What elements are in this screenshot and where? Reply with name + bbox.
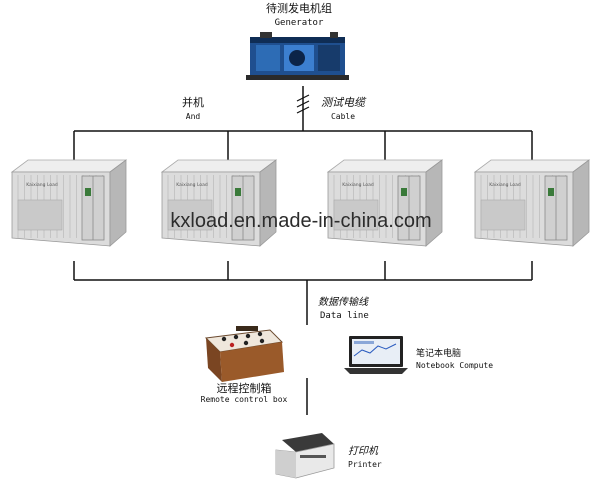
- load-bank-brand-label: Kaixiang Load: [342, 182, 374, 188]
- load-bank-brand-label: Kaixiang Load: [176, 182, 208, 188]
- top-power-bus: [73, 130, 533, 165]
- watermark-text: kxload.en.made-in-china.com: [170, 210, 431, 232]
- printer-label-en: Printer: [348, 460, 382, 469]
- data-line-label-cn: 数据传输线: [318, 296, 369, 308]
- data-line-label-en: Data line: [320, 311, 369, 321]
- remote-box-label-cn: 远程控制箱: [217, 381, 272, 395]
- load-bank-container: Kaixiang Load: [326, 159, 444, 247]
- load-bank-container: Kaixiang Load: [473, 159, 591, 247]
- printer-label-cn: 打印机: [348, 445, 379, 457]
- notebook-computer-image: [344, 336, 408, 374]
- load-bank-containers: Kaixiang Load Kaixiang Load Kaixiang Load K…: [10, 159, 591, 247]
- bottom-data-bus: [73, 261, 533, 325]
- cable-hatch-marks: [296, 94, 310, 114]
- parallel-label-cn: 并机: [182, 95, 204, 109]
- load-bank-brand-label: Kaixiang Load: [26, 182, 58, 188]
- load-bank-container: Kaixiang Load: [160, 159, 278, 247]
- cable-label-en: Cable: [331, 112, 355, 121]
- notebook-label-cn: 笔记本电脑: [416, 347, 461, 359]
- notebook-label-en: Notebook Compute: [416, 361, 493, 370]
- cable-label-cn: 测试电缆: [321, 96, 367, 109]
- generator-label-en: Generator: [275, 18, 324, 28]
- remote-control-box-image: [204, 326, 284, 382]
- load-bank-brand-label: Kaixiang Load: [489, 182, 521, 188]
- generator-image: [246, 32, 349, 80]
- printer-image: [275, 433, 335, 479]
- generator-label-cn: 待测发电机组: [266, 1, 332, 15]
- load-bank-container: Kaixiang Load: [10, 159, 128, 247]
- remote-box-label-en: Remote control box: [201, 395, 288, 404]
- parallel-label-en: And: [186, 112, 201, 121]
